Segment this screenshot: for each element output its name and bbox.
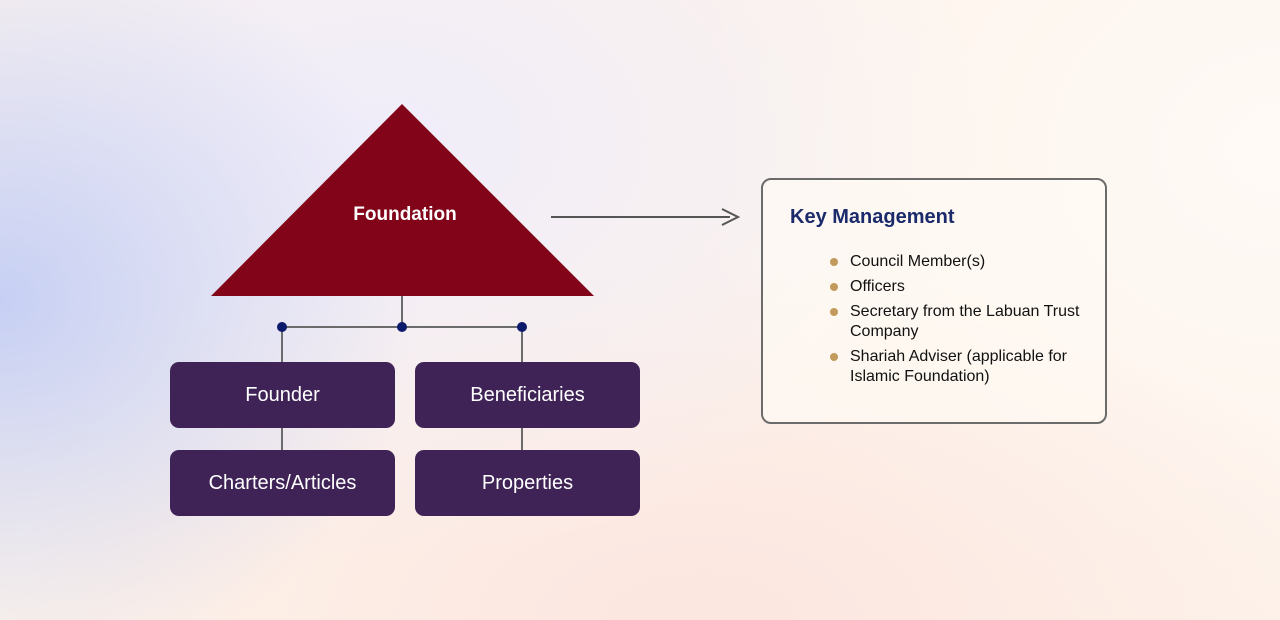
arrow-to-key-management	[551, 208, 741, 226]
founder-node: Founder	[170, 362, 395, 428]
bullet-icon	[830, 353, 838, 361]
list-item: Shariah Adviser (applicable for Islamic …	[829, 347, 1089, 387]
bullet-icon	[830, 258, 838, 266]
connector-dot-center	[397, 322, 407, 332]
list-item-label: Secretary from the Labuan Trust Company	[850, 303, 1080, 340]
list-item: Council Member(s)	[829, 252, 1089, 272]
list-item-label: Council Member(s)	[850, 253, 986, 270]
connector-dot-left	[277, 322, 287, 332]
founder-label: Founder	[245, 383, 320, 406]
key-management-box: Key Management Council Member(s) Officer…	[761, 178, 1107, 424]
beneficiaries-label: Beneficiaries	[470, 383, 585, 406]
connector-dot-right	[517, 322, 527, 332]
list-item: Secretary from the Labuan Trust Company	[829, 302, 1089, 342]
bullet-icon	[830, 283, 838, 291]
foundation-triangle	[211, 104, 594, 296]
charters-node: Charters/Articles	[170, 450, 395, 516]
bullet-icon	[830, 308, 838, 316]
properties-label: Properties	[481, 471, 574, 494]
list-item-label: Shariah Adviser (applicable for Islamic …	[850, 348, 1068, 385]
beneficiaries-node: Beneficiaries	[415, 362, 640, 428]
key-management-title: Key Management	[790, 206, 955, 228]
key-management-list: Council Member(s) Officers Secretary fro…	[829, 252, 1089, 392]
foundation-label: Foundation	[353, 204, 457, 225]
charters-label: Charters/Articles	[208, 471, 357, 494]
list-item-label: Officers	[850, 278, 905, 295]
list-item: Officers	[829, 277, 1089, 297]
properties-node: Properties	[415, 450, 640, 516]
